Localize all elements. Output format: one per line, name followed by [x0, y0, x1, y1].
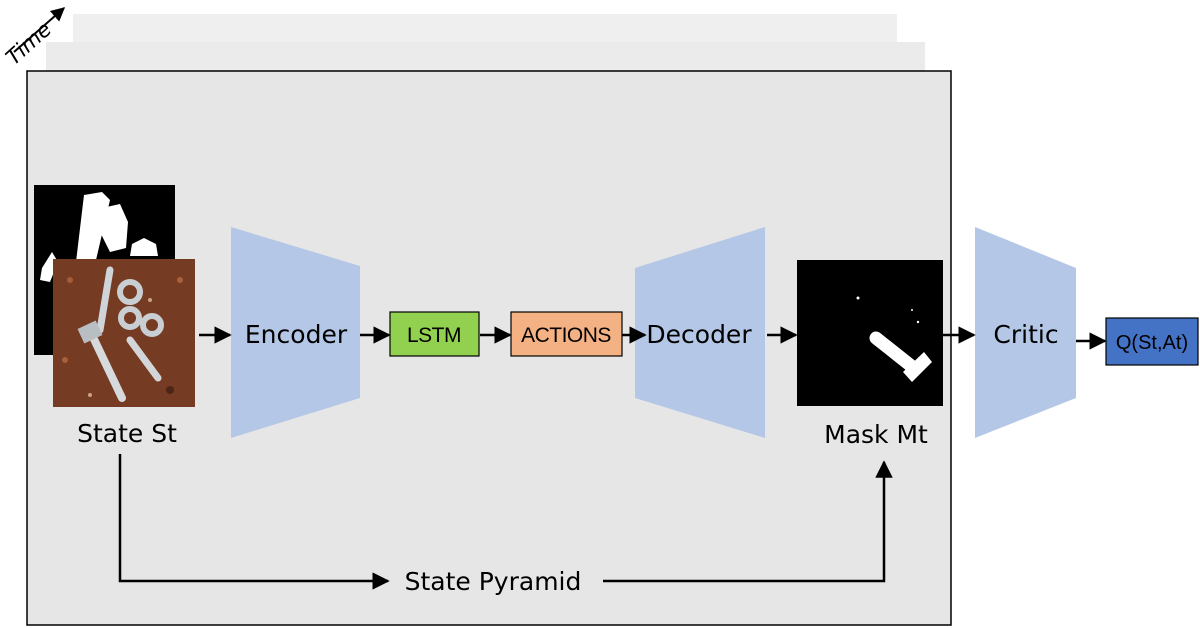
mask-label: Mask Mt — [824, 420, 928, 449]
state-pyramid-path-right — [603, 460, 893, 583]
encoder-block — [231, 227, 360, 438]
state-pyramid-label: State Pyramid — [405, 567, 582, 596]
state-pyramid-path-left — [118, 454, 390, 590]
state-label: State St — [77, 419, 177, 448]
decoder-block — [635, 227, 765, 438]
decoder-label: Decoder — [646, 320, 752, 349]
encoder-label: Encoder — [245, 320, 348, 349]
q-value-block — [1105, 317, 1199, 366]
time-arrow — [13, 7, 66, 53]
lstm-label: LSTM — [407, 324, 461, 347]
mask-output-image — [797, 260, 943, 406]
actions-label: ACTIONS — [521, 324, 611, 347]
q-value-label: Q(St,At) — [1116, 332, 1188, 354]
state-image — [53, 259, 195, 407]
critic-block — [975, 227, 1076, 438]
critic-label: Critic — [993, 320, 1058, 349]
lstm-block — [389, 311, 480, 357]
